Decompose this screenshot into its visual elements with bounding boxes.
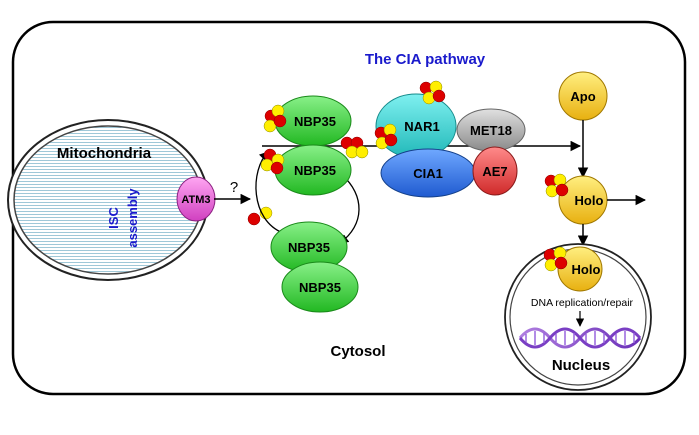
nar1-label: NAR1: [404, 119, 439, 134]
apo-label: Apo: [570, 89, 595, 104]
question-mark: ?: [230, 179, 238, 196]
isc-assembly-label: assembly: [125, 188, 140, 248]
fe-s-cluster: [419, 80, 446, 105]
atm3-label: ATM3: [181, 194, 210, 206]
mitochondria-label: Mitochondria: [57, 145, 152, 162]
fe-s-cluster: [374, 123, 398, 150]
holo-cytosol-label: Holo: [575, 193, 604, 208]
dna-repair-label: DNA replication/repair: [531, 297, 634, 309]
diagram-title: The CIA pathway: [365, 51, 486, 68]
nbp35-top-1-label: NBP35: [294, 114, 336, 129]
fe-s-cluster: [263, 104, 287, 133]
cytosol-label: Cytosol: [330, 343, 385, 360]
fe-s-cluster: [544, 173, 569, 198]
isc-label: ISC: [106, 207, 121, 229]
nbp35-cycle-right-arrow: [339, 174, 360, 244]
ae7-protein: [472, 146, 518, 196]
fe-s-cluster: [543, 246, 568, 272]
met18-label: MET18: [470, 123, 512, 138]
nbp35-bottom-1-label: NBP35: [288, 240, 330, 255]
holo-nucleus-label: Holo: [572, 262, 601, 277]
ae7-label: AE7: [482, 164, 507, 179]
dna-helix-icon: [518, 327, 642, 349]
fe-s-cluster: [340, 136, 369, 159]
nbp35-cycle-left-arrow: [255, 151, 284, 234]
holo-protein-nucleus: [557, 246, 603, 292]
nbp35-top-2-label: NBP35: [294, 163, 336, 178]
fe-s-cluster: [260, 148, 285, 175]
nbp35-bottom-2: [281, 261, 359, 313]
cia1-label: CIA1: [413, 166, 443, 181]
cluster-red-atom: [247, 212, 261, 226]
nbp35-bottom-2-label: NBP35: [299, 280, 341, 295]
nucleus-label: Nucleus: [552, 357, 610, 374]
